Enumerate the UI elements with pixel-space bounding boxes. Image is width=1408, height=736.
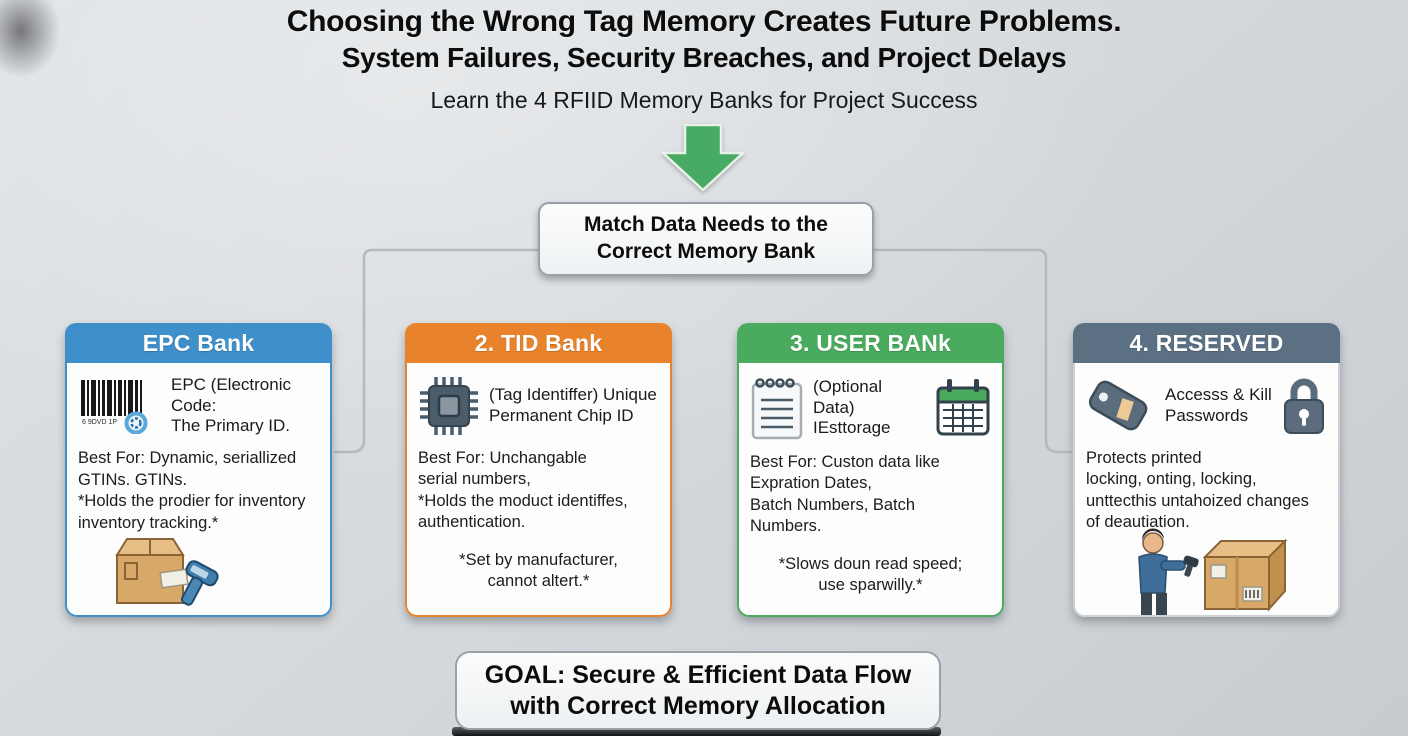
card-tid-note: *Set by manufacturer, cannot altert.*	[459, 550, 618, 591]
card-epc-text: Best For: Dynamic, seriallized GTINs. GT…	[78, 449, 306, 532]
goal-box: GOAL: Secure & Efficient Data Flow with …	[455, 651, 941, 730]
card-tid-caption: (Tag Identiffer) Unique Permanent Chip I…	[489, 385, 657, 425]
padlock-icon	[1284, 378, 1324, 434]
down-arrow-icon	[661, 124, 745, 192]
card-user-header: 3. USER BANk	[737, 323, 1004, 363]
card-reserved: 4. RESERVED Accesss & Kill Passwords	[1073, 323, 1340, 617]
page-subtitle: Learn the 4 RFIID Memory Banks for Proje…	[430, 87, 978, 113]
goal-box-shadow-bar	[452, 727, 941, 736]
person-scanning-box-illustration	[1138, 528, 1288, 615]
notepad-icon	[751, 378, 803, 440]
page-title-line2: System Failures, Security Breaches, and …	[341, 42, 1067, 73]
card-tid-header: 2. TID Bank	[405, 323, 672, 363]
card-user-bank: 3. USER BANk (Optional Data) IEsttorage	[737, 323, 1004, 617]
match-data-needs-box: Match Data Needs to the Correct Memory B…	[538, 202, 874, 276]
card-reserved-text: Protects printed locking, onting, lockin…	[1086, 449, 1309, 532]
card-epc-body: 6 9DVD 1P EPC (Electronic Code: The Prim…	[65, 363, 332, 617]
microchip-icon	[420, 377, 478, 435]
card-epc-header: EPC Bank	[65, 323, 332, 363]
card-tid-text: Best For: Unchangable serial numbers, *H…	[418, 449, 628, 532]
svg-text:6 9DVD 1P: 6 9DVD 1P	[82, 419, 117, 426]
card-reserved-body: Accesss & Kill Passwords Protects printe…	[1073, 363, 1340, 617]
card-epc-caption: EPC (Electronic Code: The Primary ID.	[171, 375, 291, 436]
card-epc-bank: EPC Bank 6 9DVD 1P EPC (Electr	[65, 323, 332, 617]
box-scanner-illustration	[115, 538, 219, 606]
card-reserved-caption: Accesss & Kill Passwords	[1165, 385, 1272, 425]
page-title-line1: Choosing the Wrong Tag Memory Creates Fu…	[286, 5, 1122, 38]
card-tid-bank: 2. TID Bank (Tag Identiffer) Unique Perm…	[405, 323, 672, 617]
card-user-body: (Optional Data) IEsttorage Best For: Cus…	[737, 363, 1004, 617]
price-tag-icon	[1088, 380, 1148, 431]
card-user-note: *Slows doun read speed; use sparwilly.*	[778, 554, 963, 595]
card-tid-body: (Tag Identiffer) Unique Permanent Chip I…	[405, 363, 672, 617]
card-user-text: Best For: Custon data like Expration Dat…	[750, 453, 940, 536]
barcode-search-icon: 6 9DVD 1P	[81, 380, 148, 435]
calendar-icon	[936, 379, 990, 436]
card-reserved-header: 4. RESERVED	[1073, 323, 1340, 363]
card-user-caption: (Optional Data) IEsttorage	[813, 376, 891, 438]
